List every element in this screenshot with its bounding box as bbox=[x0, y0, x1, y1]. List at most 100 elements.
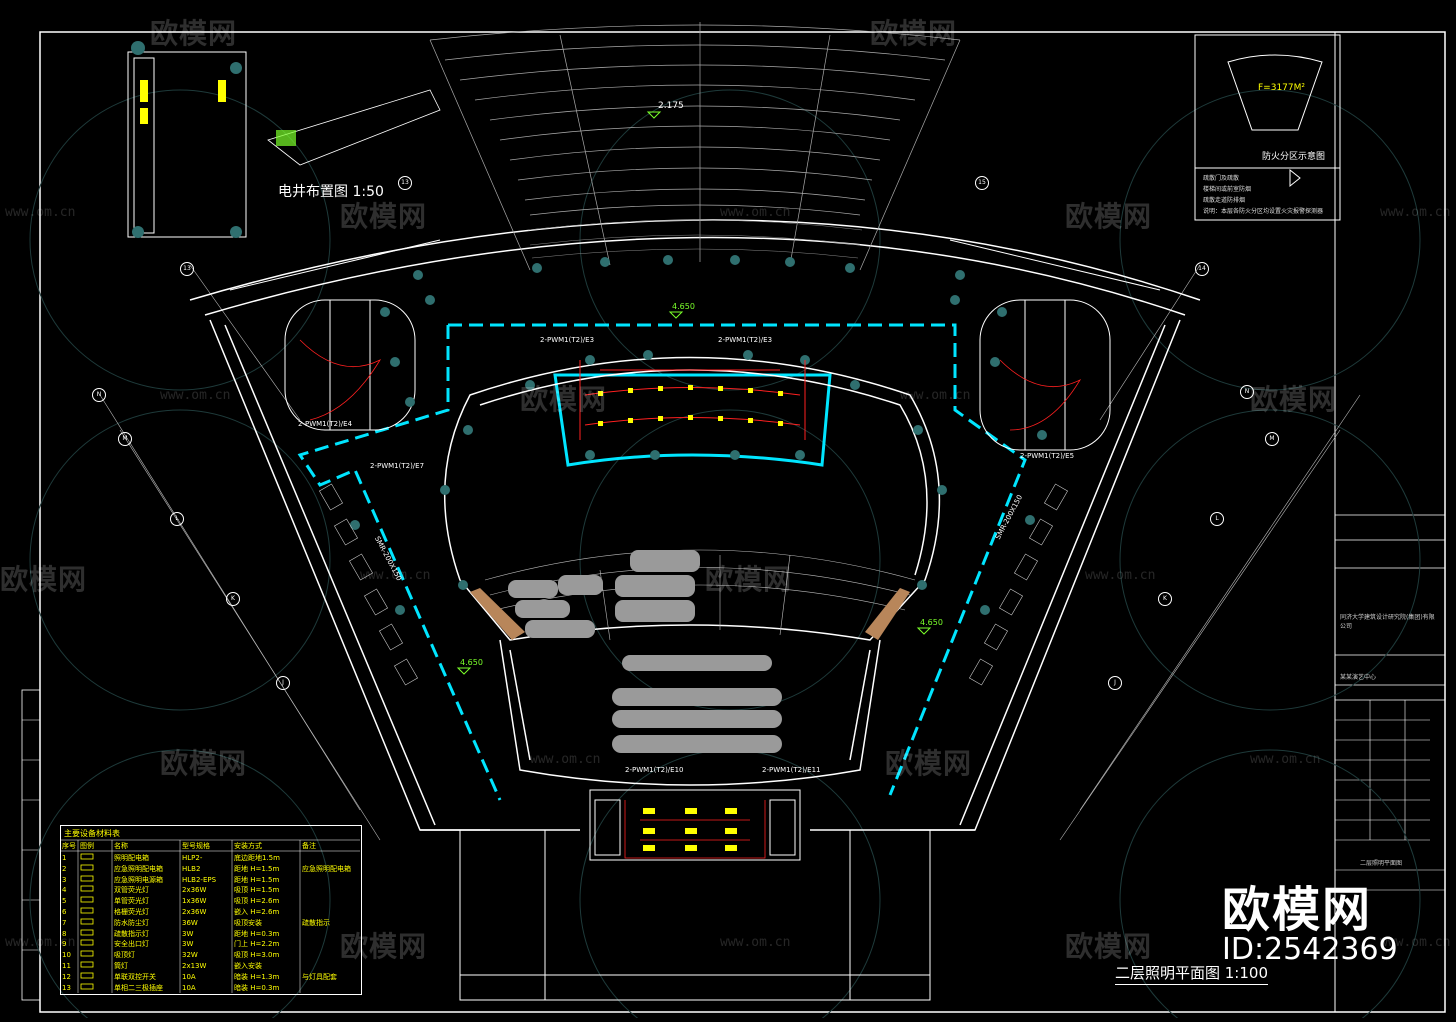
axis-bubble: 13 bbox=[180, 262, 194, 276]
legend-symbol-icon bbox=[80, 983, 114, 992]
legend-cell: 格栅荧光灯 bbox=[114, 908, 149, 916]
legend-cell: 疏散指示灯 bbox=[114, 929, 149, 938]
watermark-url: www.om.cn bbox=[1380, 205, 1451, 220]
title-block-rows bbox=[1335, 700, 1445, 891]
balcony-rails bbox=[470, 588, 910, 640]
axis-bubble: 15 bbox=[975, 176, 989, 190]
elevator-drawing-title: 电井布置图 1:50 bbox=[278, 184, 384, 200]
legend-cell: 2 bbox=[62, 864, 67, 873]
seat-rows-dense bbox=[527, 219, 863, 259]
legend-cell: 10A bbox=[182, 972, 196, 981]
watermark: 欧模网 bbox=[520, 383, 608, 416]
auditorium-bowl bbox=[444, 356, 941, 786]
legend-cell: 单联双控开关 bbox=[114, 972, 156, 981]
axis-bubble: M bbox=[118, 432, 132, 446]
legend-symbol-icon bbox=[80, 918, 114, 927]
legend-symbol-icon bbox=[80, 885, 114, 894]
watermark-url: www.om.cn bbox=[1380, 935, 1451, 950]
legend-cell: 13 bbox=[62, 983, 71, 992]
legend-header: 名称 bbox=[114, 842, 128, 850]
axis-bubble: J bbox=[276, 676, 290, 690]
legend-cell: 嵌入 H=2.6m bbox=[234, 908, 280, 916]
circuit-label: 2-PWM1(T2)/E7 bbox=[370, 462, 425, 470]
level-mark: 4.650 bbox=[672, 302, 695, 311]
circuit-label: 2-PWM1(T2)/E3 bbox=[718, 336, 773, 344]
axis-bubble: K bbox=[1158, 592, 1172, 606]
legend-cell: 应急照明配电箱 bbox=[114, 864, 163, 873]
legend-cell: 5 bbox=[62, 897, 67, 906]
level-mark: 2.175 bbox=[658, 101, 684, 111]
legend-symbol-icon bbox=[80, 939, 114, 948]
legend-symbol-icon bbox=[80, 864, 114, 873]
legend-cell: 吸顶 H=2.6m bbox=[234, 897, 280, 906]
fire-zone-title: 防火分区示意图 bbox=[1262, 152, 1326, 162]
watermark: 欧模网 bbox=[1250, 383, 1338, 416]
legend-cell: 单相二三极插座 bbox=[114, 983, 163, 992]
auditorium-fixtures bbox=[440, 350, 947, 590]
legend-cell: 筒灯 bbox=[114, 962, 128, 970]
fire-zone-boundary bbox=[297, 323, 1027, 801]
watermark-url: www.om.cn bbox=[1250, 752, 1321, 767]
circuit-label: 2-PWM1(T2)/E11 bbox=[762, 766, 821, 774]
legend-cell: 3 bbox=[62, 875, 67, 884]
watermark: 欧模网 bbox=[885, 747, 973, 780]
stage-lighting-wiring bbox=[579, 360, 806, 440]
legend-cell: 吸顶灯 bbox=[114, 951, 135, 960]
legend-cell: 8 bbox=[62, 929, 67, 938]
legend-cell: 照明配电箱 bbox=[114, 854, 149, 862]
legend-cell: 4 bbox=[62, 886, 67, 895]
stage-pit-outline bbox=[553, 373, 832, 467]
watermark: 欧模网 bbox=[870, 17, 958, 50]
legend-cell: 距地 H=0.3m bbox=[234, 929, 280, 938]
watermark: 欧模网 bbox=[1065, 200, 1153, 233]
detail-inset bbox=[267, 89, 441, 166]
circuit-label: 2-PWM1(T2)/E3 bbox=[540, 336, 595, 344]
legend-cell: 距地 H=1.5m bbox=[234, 875, 280, 884]
legend-cell: 疏散指示 bbox=[302, 918, 330, 927]
balcony-fixtures bbox=[425, 255, 960, 305]
radial-grid bbox=[99, 264, 1361, 841]
legend-cell: 双管荧光灯 bbox=[114, 886, 149, 895]
watermark: 欧模网 bbox=[340, 200, 428, 233]
circuit-label: 2-PWM1(T2)/E5 bbox=[1020, 452, 1075, 460]
axis-bubble: N bbox=[92, 388, 106, 402]
legend-cell: 2x36W bbox=[182, 908, 207, 916]
watermark-url: www.om.cn bbox=[900, 388, 971, 403]
legend-cell: 10 bbox=[62, 951, 71, 960]
watermark: 欧模网 bbox=[1065, 930, 1153, 963]
axis-bubble: J bbox=[1108, 676, 1122, 690]
legend-cell: HLP2- bbox=[182, 854, 203, 862]
legend-cell: 暗装 H=1.3m bbox=[234, 972, 280, 981]
legend-cell: 吸顶 H=3.0m bbox=[234, 951, 280, 960]
legend-cell: HLB2-EPS bbox=[182, 875, 217, 884]
legend-cell: 安全出口灯 bbox=[114, 940, 149, 949]
lobby bbox=[459, 789, 931, 1001]
right-rooms bbox=[949, 239, 1161, 451]
legend-symbol-icon bbox=[80, 853, 114, 862]
elevator-inset-equipment bbox=[140, 80, 226, 124]
watermark: 欧模网 bbox=[160, 747, 248, 780]
legend-cell: 7 bbox=[62, 918, 67, 927]
legend-cell: 嵌入安装 bbox=[234, 962, 262, 970]
legend-cell: 单管荧光灯 bbox=[114, 897, 149, 906]
legend-header: 图例 bbox=[80, 842, 94, 850]
legend-cell: 门上 H=2.2m bbox=[234, 940, 280, 949]
legend-cell: 应急照明配电箱 bbox=[302, 864, 351, 873]
fire-zone-area: F=3177M² bbox=[1258, 83, 1305, 93]
watermark-url: www.om.cn bbox=[360, 568, 431, 583]
legend-header: 型号规格 bbox=[182, 842, 210, 850]
watermark: 欧模网 bbox=[340, 930, 428, 963]
legend-cell: 12 bbox=[62, 972, 71, 981]
axis-bubble: L bbox=[1210, 512, 1224, 526]
legend-header-row: 序号图例名称型号规格安装方式备注 bbox=[62, 841, 360, 851]
legend-cell: 吸顶安装 bbox=[234, 918, 262, 927]
